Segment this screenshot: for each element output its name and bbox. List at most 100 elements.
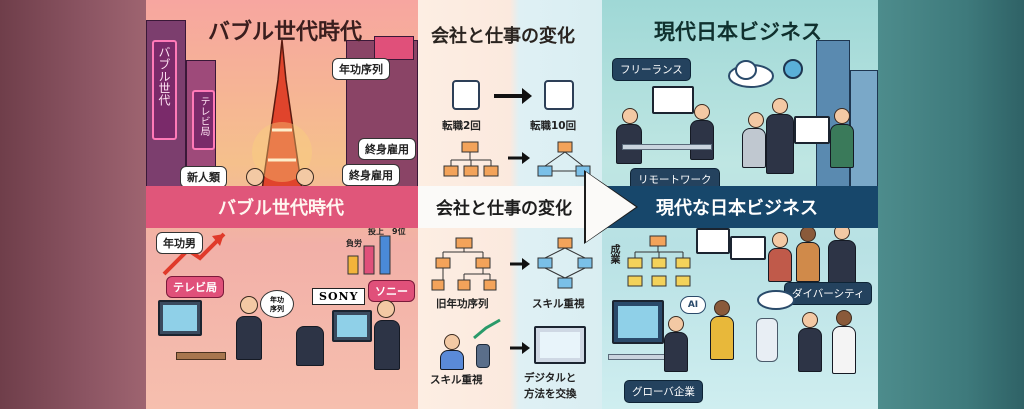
tag-remote-work: リモートワーク	[630, 168, 720, 191]
cloud-icon	[728, 60, 774, 88]
robot-icon	[756, 318, 778, 362]
colleague	[830, 124, 854, 168]
businesswoman	[374, 320, 400, 370]
globe-icon	[783, 59, 803, 79]
colleague	[742, 128, 766, 168]
diverse-worker	[768, 248, 792, 282]
arrow-right-icon	[510, 342, 530, 354]
calendar-icon	[452, 80, 480, 110]
cloud-dashboard-icon	[612, 300, 664, 344]
banner-right-text: 現代な日本ビジネス	[656, 198, 818, 219]
global-worker	[710, 316, 734, 360]
worker	[690, 120, 714, 160]
video-call-screen-icon	[696, 228, 730, 254]
manager	[766, 114, 794, 174]
person-head	[246, 168, 264, 186]
transition-banner: バブル世代時代 会社と仕事の変化 現代な日本ビジネス	[146, 170, 878, 244]
network-chart-icon	[537, 141, 591, 177]
label-tv-station: テレビ局	[166, 276, 224, 298]
person-head	[694, 104, 710, 120]
axis-label: 成業	[608, 244, 619, 264]
right-title: 現代日本ビジネス	[654, 20, 822, 44]
label-job-change-10: 転職10回	[530, 120, 577, 132]
chart-label-3: 9位	[392, 227, 406, 236]
label-seniority-man: 年功男	[156, 232, 203, 254]
person-head	[800, 226, 816, 242]
person-head	[240, 296, 258, 314]
label-seniority: 年功序列	[332, 58, 390, 80]
banner-right	[602, 186, 878, 228]
chart-screen-icon	[652, 86, 694, 114]
label-new-generation: 新人類	[180, 166, 227, 188]
banner-mid	[418, 186, 602, 228]
manager	[828, 240, 856, 284]
label-old-seniority: 旧年功序列	[436, 298, 489, 310]
label-lifetime-employment-1: 終身雇用	[358, 138, 416, 160]
global-worker	[832, 326, 856, 374]
calendar-icon	[544, 80, 574, 110]
person-head	[772, 98, 788, 114]
neon-sign-bubble: バブル世代	[152, 40, 177, 140]
person-head	[772, 232, 788, 248]
desk	[622, 144, 712, 150]
ai-bubble: AI	[680, 296, 706, 314]
mid-title: 会社と仕事の変化	[431, 26, 575, 47]
old-hierarchy-icon	[431, 237, 497, 291]
label-digital: デジタルと	[524, 372, 577, 384]
database-icon	[476, 344, 490, 368]
banner-left-text: バブル世代時代	[218, 198, 344, 219]
chart-label-2: 投上	[368, 227, 384, 236]
arrow-right-icon	[510, 258, 530, 270]
person-head	[834, 108, 850, 124]
person-head	[668, 316, 684, 332]
person-head	[296, 168, 314, 186]
arrow-right-icon	[508, 152, 530, 164]
label-skill-focus: スキル重視	[532, 298, 585, 310]
sony-logo: SONY	[312, 288, 366, 305]
tag-diversity: ダイバーシティ	[784, 282, 873, 305]
arrow-right-icon	[494, 88, 532, 104]
person-head	[444, 334, 460, 350]
right-side-gradient	[878, 0, 1024, 409]
global-worker	[664, 332, 688, 372]
banner-mid-text: 会社と仕事の変化	[436, 199, 572, 219]
diverse-worker	[796, 242, 820, 282]
flat-org-chart-icon	[627, 235, 691, 287]
desk	[176, 352, 226, 360]
skilled-worker	[440, 350, 464, 370]
banner-arrow-icon	[586, 172, 636, 242]
banner-left	[146, 186, 418, 228]
left-title: バブル世代時代	[208, 20, 363, 45]
person-head	[714, 300, 730, 316]
growth-arrow-icon	[162, 232, 226, 276]
neon-sign-tv: テレビ局	[192, 90, 215, 150]
tag-freelance: フリーランス	[612, 58, 691, 81]
tokyo-tower-icon	[252, 40, 312, 190]
bar-chart-icon	[347, 235, 391, 275]
label-job-change-2: 転職2回	[442, 120, 481, 132]
person-head	[622, 108, 638, 124]
chart-label-1: 負労	[346, 239, 362, 248]
global-worker	[798, 328, 822, 372]
growth-arrow-icon	[473, 318, 501, 340]
person-head	[377, 300, 395, 318]
chart-screen-icon	[730, 236, 766, 260]
infographic-panel: バブル世代 テレビ局 バブル世代時代 年功序列 終身雇用 終身雇用 新人類 年功…	[146, 0, 878, 409]
label-method-exchange: 方法を交換	[524, 388, 577, 400]
label-lifetime-employment-2: 終身雇用	[342, 164, 400, 186]
label-sony: ソニー	[368, 280, 415, 302]
org-chart-icon	[443, 141, 499, 177]
cloud-icon	[757, 290, 795, 310]
person-head	[748, 112, 764, 128]
person-head	[802, 312, 818, 328]
tag-global-company: グローバ企業	[624, 380, 703, 403]
skill-network-icon	[537, 237, 593, 289]
speech-bubble: 年功 序列	[260, 290, 294, 318]
chart-screen-icon	[794, 116, 830, 144]
left-side-gradient	[0, 0, 146, 409]
person-head	[836, 310, 852, 326]
businessman	[296, 326, 324, 366]
computer-monitor-icon	[332, 310, 372, 342]
label-skill-focus-2: スキル重視	[430, 374, 483, 386]
digital-monitor-icon	[534, 326, 586, 364]
